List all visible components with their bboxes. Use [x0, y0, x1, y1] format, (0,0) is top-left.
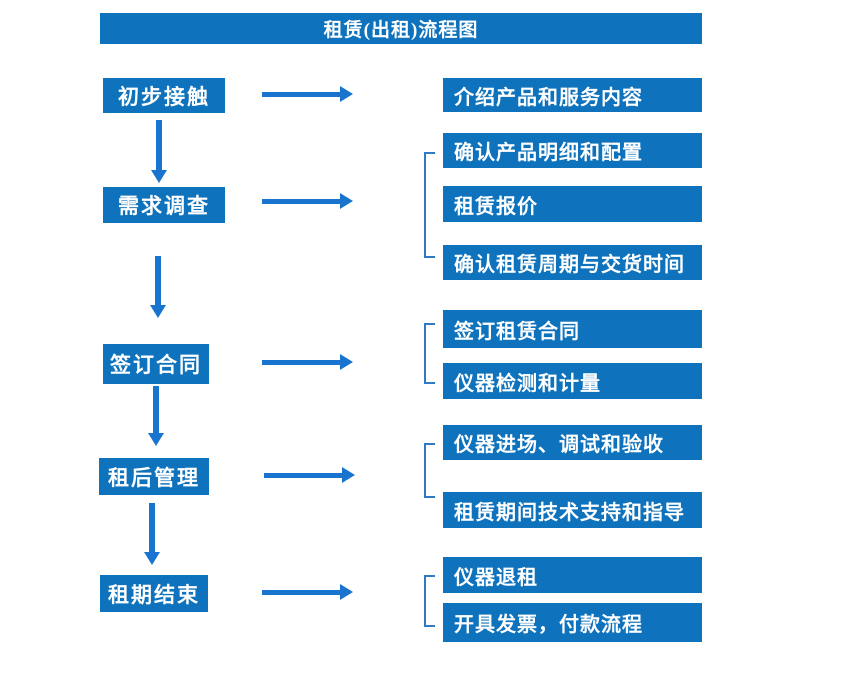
- arrow-shaft: [153, 386, 159, 433]
- arrow-head: [148, 433, 164, 446]
- step-box-sign-contract: 签订合同: [103, 344, 209, 384]
- detail-box-introduce-products: 介绍产品和服务内容: [443, 78, 702, 112]
- right-arrow-2: [262, 193, 353, 209]
- arrow-shaft: [262, 360, 341, 365]
- bracket-connector-1: [424, 152, 435, 258]
- bracket-connector-2: [424, 323, 435, 384]
- detail-box-instrument-return: 仪器退租: [443, 557, 702, 593]
- down-arrow-4: [144, 503, 161, 565]
- down-arrow-3: [148, 386, 165, 446]
- detail-box-instrument-inspection: 仪器检测和计量: [443, 363, 702, 399]
- right-arrow-5: [262, 584, 353, 600]
- detail-box-rental-quote: 租赁报价: [443, 186, 702, 222]
- detail-box-confirm-product-details: 确认产品明细和配置: [443, 133, 702, 168]
- flowchart-title: 租赁(出租)流程图: [100, 13, 702, 44]
- down-arrow-2: [150, 256, 167, 318]
- step-box-initial-contact: 初步接触: [103, 78, 225, 113]
- arrow-shaft: [149, 503, 155, 552]
- step-box-lease-end: 租期结束: [100, 575, 208, 612]
- detail-box-confirm-lease-term: 确认租赁周期与交货时间: [443, 245, 702, 280]
- right-arrow-3: [262, 354, 353, 370]
- arrow-head: [150, 305, 166, 318]
- arrow-shaft: [155, 256, 161, 305]
- right-arrow-1: [262, 86, 353, 102]
- bracket-connector-4: [424, 575, 435, 627]
- bracket-connector-3: [424, 443, 435, 498]
- detail-box-technical-support: 租赁期间技术支持和指导: [443, 492, 702, 528]
- arrow-head: [151, 170, 167, 183]
- arrow-head: [340, 193, 353, 209]
- arrow-shaft: [262, 92, 341, 97]
- arrow-head: [342, 467, 355, 483]
- step-box-post-rental-management: 租后管理: [99, 458, 209, 495]
- arrow-head: [144, 552, 160, 565]
- arrow-head: [340, 584, 353, 600]
- detail-box-instrument-setup-acceptance: 仪器进场、调试和验收: [443, 425, 702, 460]
- arrow-head: [340, 354, 353, 370]
- arrow-head: [340, 86, 353, 102]
- step-box-demand-survey: 需求调查: [103, 187, 225, 223]
- detail-box-sign-lease-contract: 签订租赁合同: [443, 310, 702, 348]
- arrow-shaft: [156, 120, 162, 170]
- arrow-shaft: [262, 199, 341, 204]
- arrow-shaft: [264, 473, 343, 478]
- arrow-shaft: [262, 590, 341, 595]
- right-arrow-4: [264, 467, 355, 483]
- down-arrow-1: [151, 120, 168, 183]
- detail-box-invoice-payment: 开具发票，付款流程: [443, 603, 702, 642]
